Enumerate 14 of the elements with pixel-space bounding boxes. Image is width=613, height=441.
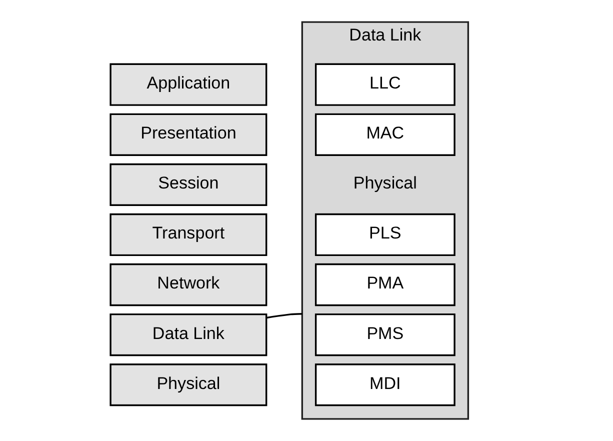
node-box: MDI <box>314 364 456 406</box>
node-box: MAC <box>314 113 456 156</box>
node-box: Transport <box>110 213 268 256</box>
node-box: PLS <box>314 213 456 256</box>
node-box: Network <box>110 263 268 306</box>
node-box: Physical <box>110 364 268 406</box>
connector <box>266 313 302 319</box>
node-box: PMS <box>314 313 456 356</box>
node-box: Presentation <box>110 113 268 156</box>
node-box: LLC <box>314 63 456 106</box>
node-box: Session <box>110 163 268 206</box>
node-box: Application <box>110 63 268 106</box>
node-box: PMA <box>314 263 456 306</box>
node-box: Data Link <box>110 313 268 356</box>
